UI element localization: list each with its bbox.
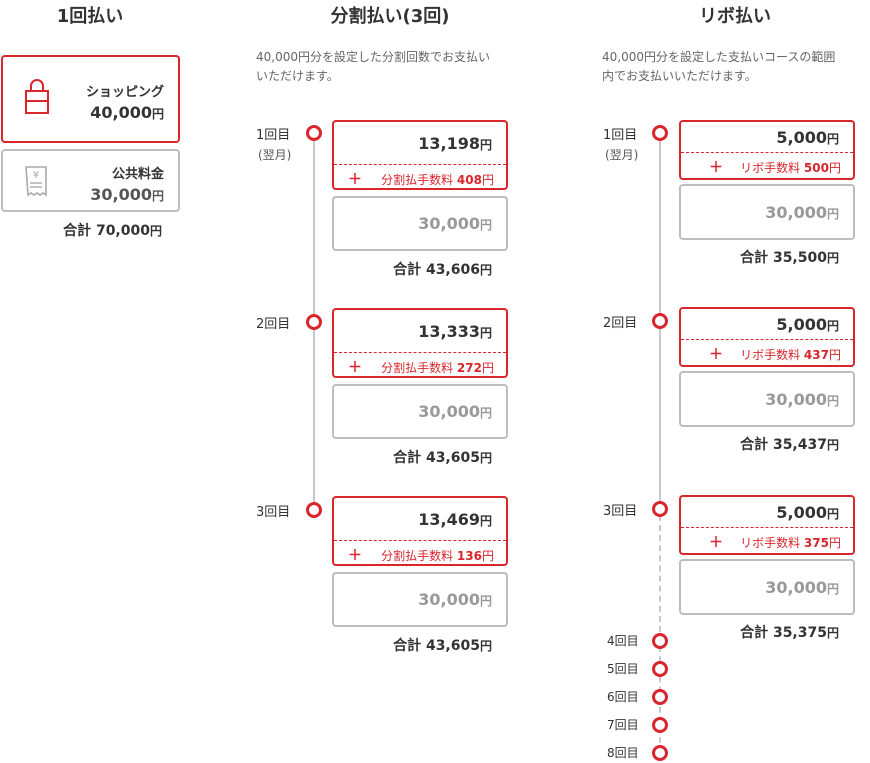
- revolving-label-2: 2回目: [603, 316, 638, 331]
- utility-card: ¥ 公共料金 30,000円: [1, 149, 180, 212]
- installment-payment-box-1: 13,198円 ＋ 分割払手数料 408円: [332, 120, 508, 190]
- installment-total-1: 合計 43,606円: [393, 262, 492, 278]
- revolving-label-4: 4回目: [607, 634, 639, 648]
- revolving-dot-8: [652, 745, 668, 761]
- installment-other-box-1: 30,000円: [332, 196, 508, 251]
- installment-other-box-3: 30,000円: [332, 572, 508, 627]
- revolving-fee-3: リボ手数料 375円: [740, 536, 841, 550]
- installment-total-2: 合計 43,605円: [393, 450, 492, 466]
- installment-other-box-2: 30,000円: [332, 384, 508, 439]
- revolving-total-1: 合計 35,500円: [740, 250, 839, 266]
- lump-total: 合計 70,000円: [63, 223, 162, 239]
- installment-dot-3: [306, 502, 322, 518]
- utility-label: 公共料金: [111, 167, 164, 182]
- revolving-payment-box-3: 5,000円 ＋ リボ手数料 375円: [679, 495, 855, 555]
- revolving-other-box-1: 30,000円: [679, 184, 855, 240]
- revolving-other-box-3: 30,000円: [679, 559, 855, 615]
- shopping-bag-icon: [23, 79, 51, 119]
- svg-text:¥: ¥: [33, 170, 39, 181]
- installment-total-3: 合計 43,605円: [393, 638, 492, 654]
- header-installment: 分割払い(3回): [330, 6, 450, 27]
- installment-payment-box-2: 13,333円 ＋ 分割払手数料 272円: [332, 308, 508, 378]
- installment-fee-3: 分割払手数料 136円: [381, 549, 494, 563]
- revolving-fee-2: リボ手数料 437円: [740, 348, 841, 362]
- shopping-label: ショッピング: [85, 85, 164, 100]
- installment-payment-box-3: 13,469円 ＋ 分割払手数料 136円: [332, 496, 508, 566]
- revolving-other-box-2: 30,000円: [679, 371, 855, 427]
- revolving-fee-1: リボ手数料 500円: [740, 161, 841, 175]
- revolving-dot-1: [652, 125, 668, 141]
- revolving-dot-7: [652, 717, 668, 733]
- revolving-label-3: 3回目: [603, 504, 638, 519]
- plus-icon: ＋: [709, 160, 723, 176]
- header-lump-sum: 1回払い: [56, 6, 124, 27]
- plus-icon: ＋: [348, 172, 362, 188]
- installment-label-1: 1回目: [256, 128, 291, 143]
- installment-label-3: 3回目: [256, 505, 291, 520]
- revolving-dot-2: [652, 313, 668, 329]
- installment-fee-2: 分割払手数料 272円: [381, 361, 494, 375]
- plus-icon: ＋: [709, 535, 723, 551]
- revolving-dot-3: [652, 501, 668, 517]
- revolving-label-5: 5回目: [607, 662, 639, 676]
- installment-sub-1: (翌月): [258, 148, 292, 162]
- header-revolving: リボ払い: [699, 6, 771, 27]
- yen-receipt-icon: ¥: [23, 165, 49, 203]
- revolving-label-8: 8回目: [607, 746, 639, 760]
- plus-icon: ＋: [348, 548, 362, 564]
- utility-amount: 30,000円: [90, 185, 164, 204]
- plus-icon: ＋: [709, 347, 723, 363]
- revolving-payment-box-2: 5,000円 ＋ リボ手数料 437円: [679, 307, 855, 367]
- revolving-sub-1: (翌月): [605, 148, 639, 162]
- revolving-dot-5: [652, 661, 668, 677]
- revolving-total-2: 合計 35,437円: [740, 437, 839, 453]
- installment-fee-1: 分割払手数料 408円: [381, 173, 494, 187]
- revolving-dot-4: [652, 633, 668, 649]
- installment-description: 40,000円分を設定した分割回数でお支払い いただけます。: [256, 50, 490, 83]
- revolving-label-1: 1回目: [603, 128, 638, 143]
- revolving-label-6: 6回目: [607, 690, 639, 704]
- installment-dot-1: [306, 125, 322, 141]
- installment-dot-2: [306, 314, 322, 330]
- revolving-label-7: 7回目: [607, 718, 639, 732]
- plus-icon: ＋: [348, 360, 362, 376]
- installment-label-2: 2回目: [256, 317, 291, 332]
- revolving-total-3: 合計 35,375円: [740, 625, 839, 641]
- revolving-description: 40,000円分を設定した支払いコースの範囲 内でお支払いいただけます。: [602, 50, 836, 83]
- shopping-card: ショッピング 40,000円: [1, 55, 180, 143]
- revolving-payment-box-1: 5,000円 ＋ リボ手数料 500円: [679, 120, 855, 180]
- revolving-dot-6: [652, 689, 668, 705]
- shopping-amount: 40,000円: [90, 103, 164, 122]
